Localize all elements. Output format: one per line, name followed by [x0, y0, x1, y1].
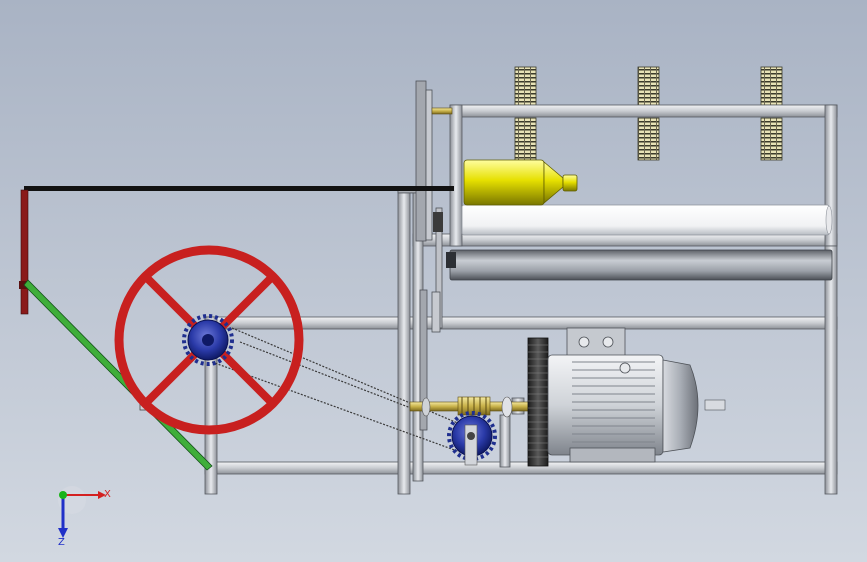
lever-post [20, 189, 29, 315]
yellow-cylinder[interactable] [463, 159, 578, 206]
chain-link[interactable] [637, 66, 660, 106]
motor-feet [569, 447, 656, 463]
frame-beam [204, 461, 838, 475]
terminal-box [566, 327, 626, 359]
side-plate [425, 89, 433, 241]
coordinate-triad: X Z [58, 486, 111, 548]
sprocket[interactable] [182, 314, 234, 366]
sprocket-teeth [447, 411, 497, 461]
roller-end [446, 252, 456, 268]
x-axis-label: X [104, 489, 111, 500]
roller[interactable] [449, 249, 833, 281]
x-arrow-icon [98, 491, 106, 499]
lever-link [23, 279, 213, 471]
collar [501, 396, 513, 418]
z-arrow-icon [58, 528, 68, 538]
chain-link[interactable] [514, 66, 537, 106]
sprocket[interactable] [447, 411, 497, 466]
cylinder-neck [562, 174, 578, 192]
cable-gland [578, 336, 590, 348]
sprocket-hub [202, 334, 214, 346]
electric-motor[interactable] [547, 327, 726, 463]
shaft [431, 107, 453, 115]
roller-group [446, 204, 833, 281]
fan-cover [662, 359, 699, 453]
side-plate [419, 289, 428, 431]
gear [433, 212, 443, 232]
frame-post [499, 414, 511, 468]
frame-beam [449, 104, 838, 118]
z-axis-label: Z [58, 537, 65, 548]
lifting-eye [619, 362, 631, 374]
pivot [19, 281, 27, 289]
collar [421, 397, 431, 417]
bearing-block [464, 424, 478, 466]
roller[interactable] [461, 204, 830, 236]
side-plate [415, 80, 427, 242]
y-axis-dot [59, 491, 67, 499]
belt[interactable] [211, 327, 461, 453]
side-plate [431, 291, 441, 333]
cylinder-taper [543, 161, 564, 204]
cylinder-body [463, 159, 545, 206]
motor-shaft [704, 399, 726, 411]
sprocket-hub [467, 432, 475, 440]
chain-link[interactable] [637, 117, 660, 161]
chain-link[interactable] [514, 117, 537, 161]
frame-post [824, 245, 838, 495]
chain-link[interactable] [760, 117, 783, 161]
frame-post [449, 104, 463, 247]
push-rod [24, 186, 454, 191]
roller-end [825, 205, 833, 235]
chain-link-group [514, 66, 783, 161]
frame-beam [412, 233, 838, 247]
gear-body [527, 337, 549, 467]
cable-gland [602, 336, 614, 348]
wheel-rim [114, 245, 304, 435]
belt-segment [211, 361, 461, 453]
chain-link[interactable] [760, 66, 783, 106]
sprocket-teeth [182, 314, 234, 366]
frame-post [397, 186, 411, 495]
belt-segment [231, 327, 461, 425]
gear[interactable] [527, 337, 549, 467]
